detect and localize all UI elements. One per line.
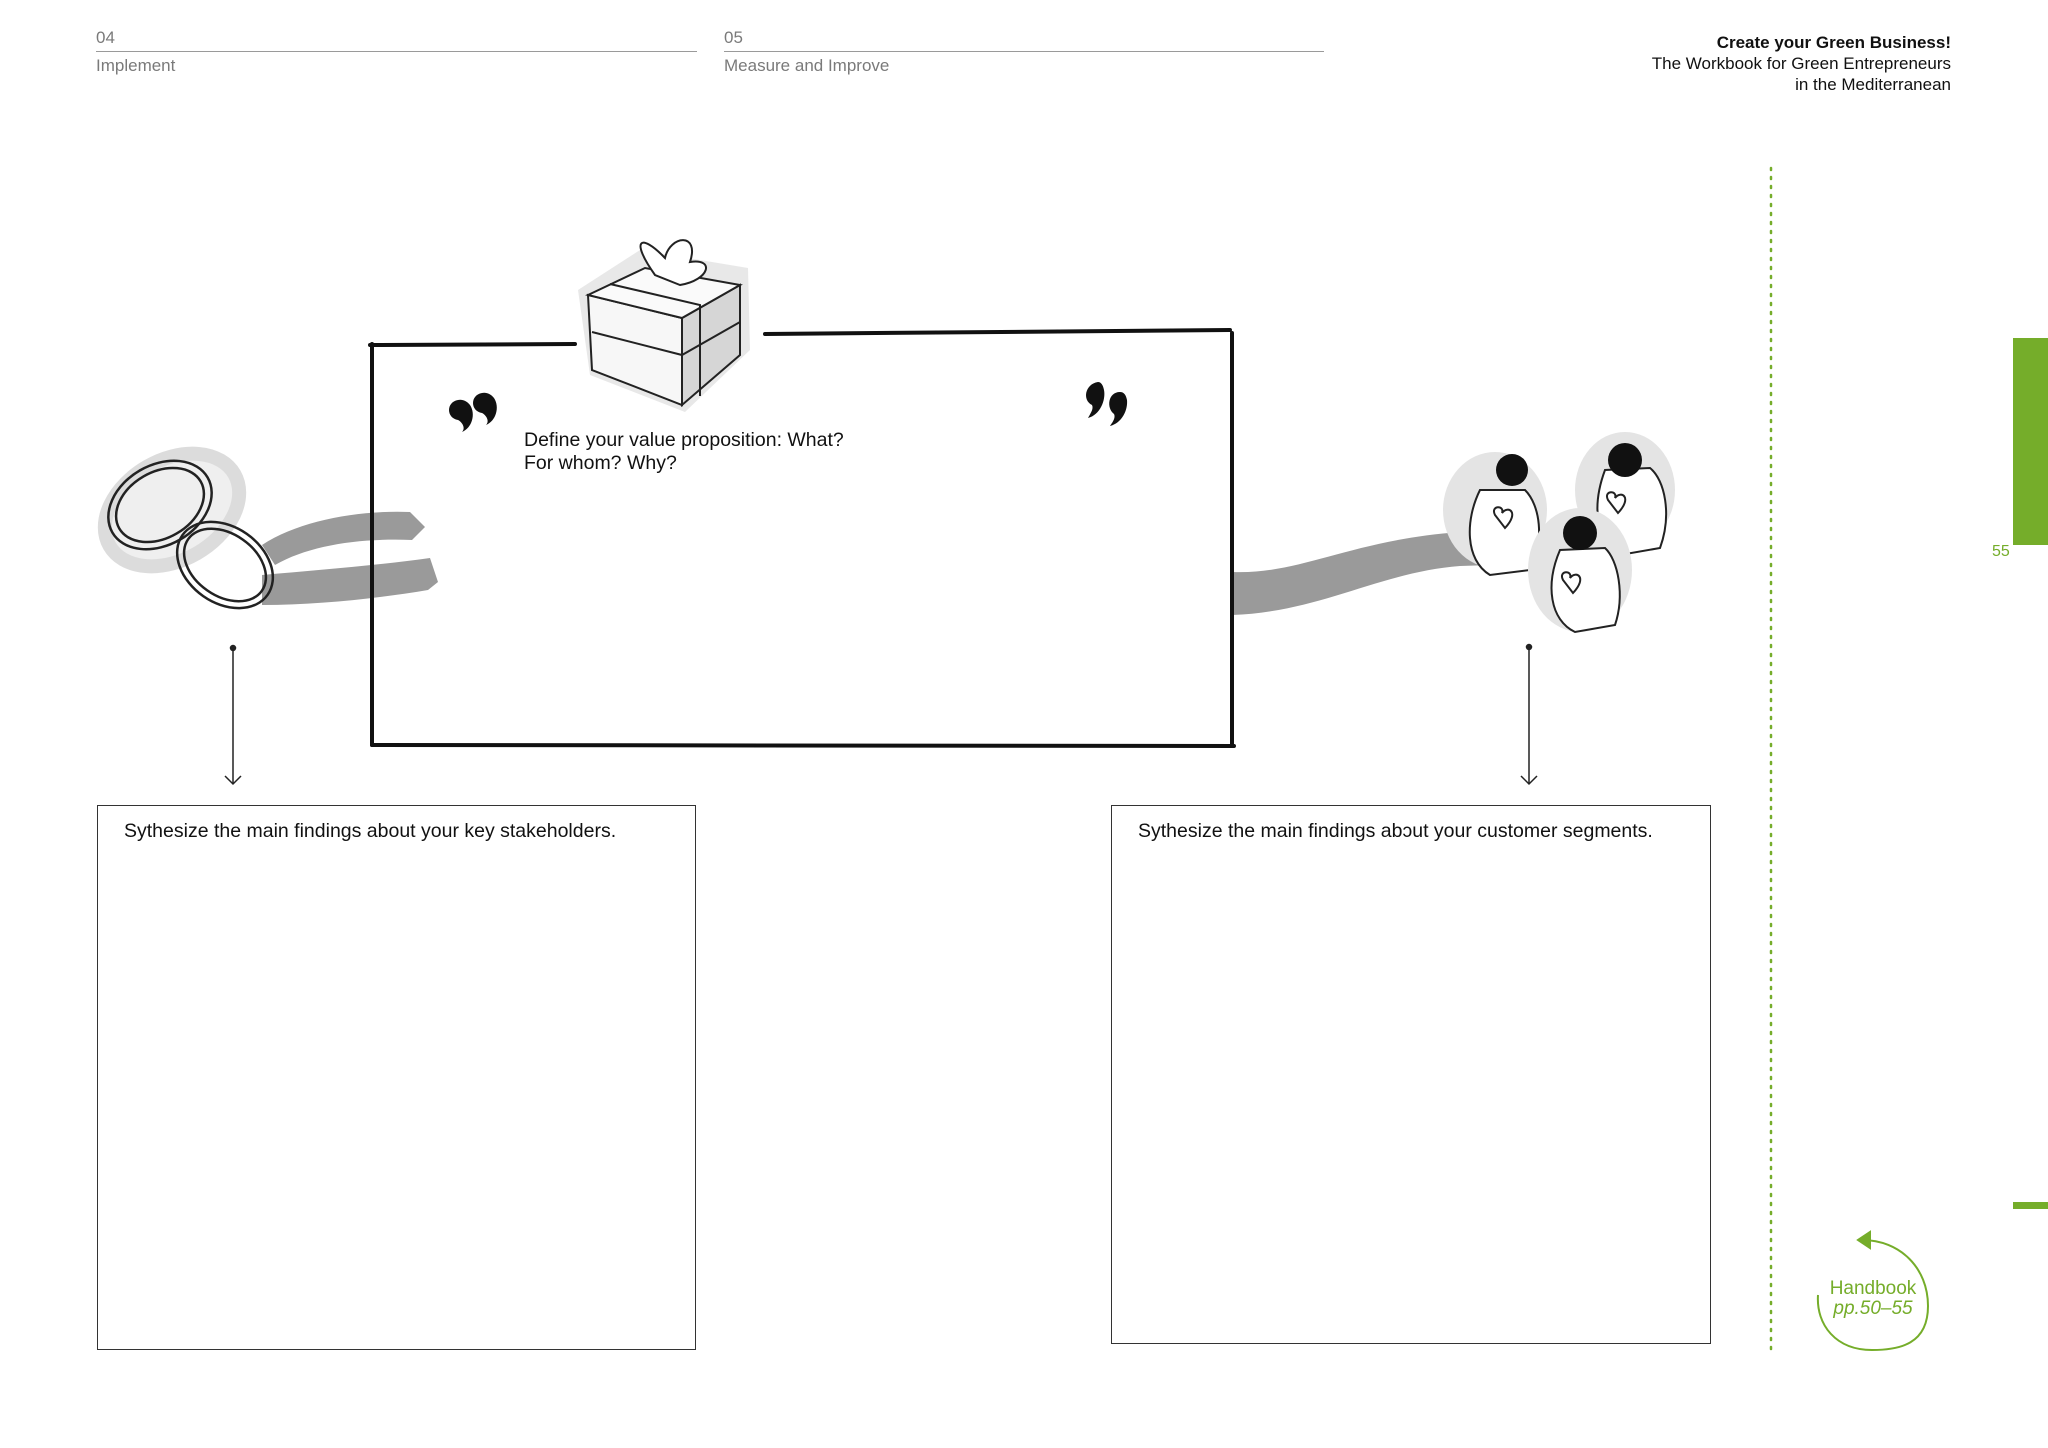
stakeholders-findings-prompt: Sythesize the main findings about your k…	[124, 820, 617, 842]
quote-open-icon	[449, 392, 497, 432]
arrow-down-icon	[1520, 643, 1538, 786]
section-number-04: 04	[96, 28, 115, 47]
customers-findings-prompt: Sythesize the main findings abɔut your c…	[1138, 820, 1653, 842]
people-icon	[1443, 432, 1675, 634]
section-rule-04	[96, 51, 697, 52]
brand-subtitle-2: in the Mediterranean	[1795, 75, 1951, 94]
page-number: 55	[1992, 543, 2010, 560]
value-proposition-frame	[368, 328, 1236, 748]
ribbon-left-top	[262, 511, 425, 565]
handbook-label: Handbook	[1829, 1278, 1917, 1299]
brand-subtitle-1: The Workbook for Green Entrepreneurs	[1651, 54, 1951, 73]
chapter-tab-marker	[2013, 1202, 2048, 1209]
brand-title: Create your Green Business!	[1716, 33, 1951, 52]
handbook-reference[interactable]: Handbook pp.50–55	[1818, 1279, 1928, 1319]
customers-findings-box[interactable]: Sythesize the main findings abɔut your c…	[1111, 805, 1711, 1344]
arrow-down-icon	[224, 644, 242, 786]
section-label-measure[interactable]: Measure and Improve	[724, 56, 890, 75]
brand-block: Create your Green Business! The Workbook…	[1652, 32, 1951, 95]
rings-icon	[97, 446, 275, 610]
ribbon-left-bottom	[262, 558, 438, 605]
ribbon-right	[1232, 532, 1512, 615]
section-number-05: 05	[724, 28, 743, 47]
return-arrow-icon	[1816, 1230, 1930, 1352]
value-proposition-prompt: Define your value proposition: What? For…	[524, 429, 844, 474]
chapter-tab[interactable]	[2013, 338, 2048, 545]
section-rule-05	[724, 51, 1324, 52]
section-label-implement[interactable]: Implement	[96, 56, 176, 75]
person-icon	[1443, 452, 1547, 577]
stakeholders-findings-box[interactable]: Sythesize the main findings about your k…	[97, 805, 696, 1350]
quote-close-icon	[1086, 382, 1128, 426]
person-icon	[1528, 508, 1632, 634]
handbook-pages: pp.50–55	[1833, 1298, 1913, 1319]
gift-icon	[578, 239, 750, 412]
